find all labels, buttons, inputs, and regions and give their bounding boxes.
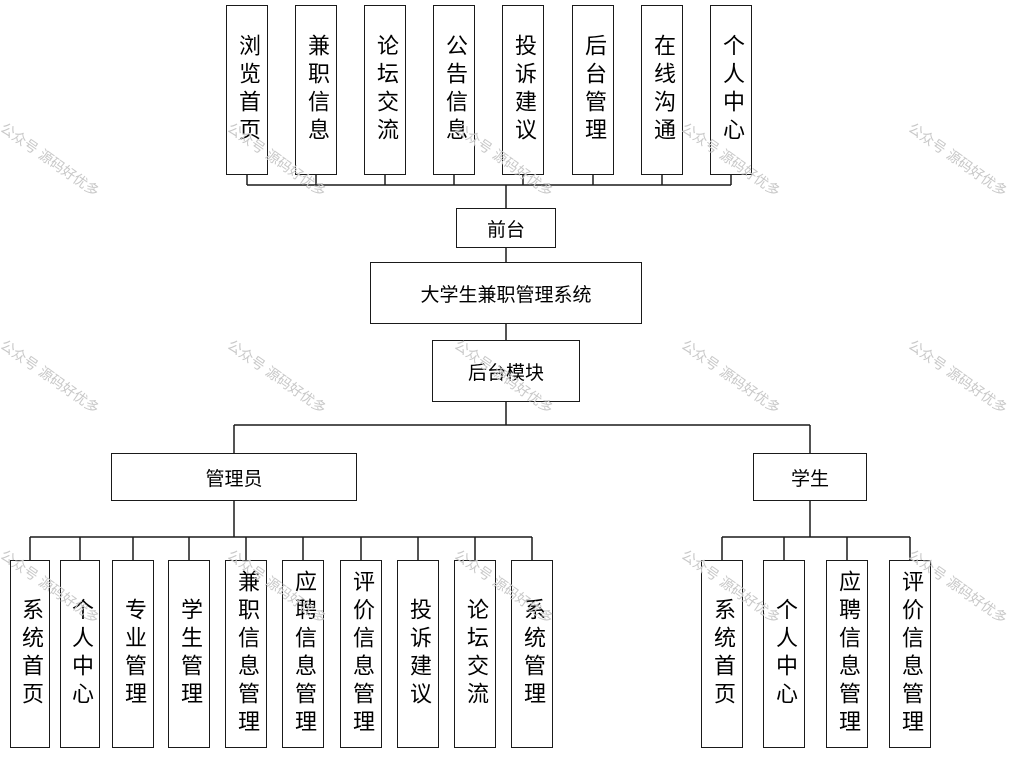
front-item: 论坛交流 bbox=[364, 5, 406, 175]
front-item: 后台管理 bbox=[572, 5, 614, 175]
admin-role-label: 管理员 bbox=[205, 467, 263, 490]
student-item: 个人中心 bbox=[763, 560, 805, 748]
student-role-label: 学生 bbox=[790, 467, 829, 490]
admin-item: 应聘信息管理 bbox=[282, 560, 324, 748]
backend-module-label: 后台模块 bbox=[467, 361, 544, 384]
front-item: 浏览首页 bbox=[226, 5, 268, 175]
student-item: 评价信息管理 bbox=[889, 560, 931, 748]
admin-item: 评价信息管理 bbox=[340, 560, 382, 748]
admin-item: 兼职信息管理 bbox=[225, 560, 267, 748]
front-item: 投诉建议 bbox=[502, 5, 544, 175]
student-item: 应聘信息管理 bbox=[826, 560, 868, 748]
front-end-label: 前台 bbox=[486, 218, 525, 241]
backend-module-box: 后台模块 bbox=[432, 340, 580, 402]
admin-item: 学生管理 bbox=[168, 560, 210, 748]
student-role-box: 学生 bbox=[753, 453, 867, 501]
front-item: 公告信息 bbox=[433, 5, 475, 175]
front-item: 个人中心 bbox=[710, 5, 752, 175]
admin-item: 论坛交流 bbox=[454, 560, 496, 748]
admin-item: 个人中心 bbox=[60, 560, 100, 748]
admin-role-box: 管理员 bbox=[111, 453, 357, 501]
admin-item: 专业管理 bbox=[112, 560, 154, 748]
system-title-box: 大学生兼职管理系统 bbox=[370, 262, 642, 324]
admin-item: 系统管理 bbox=[511, 560, 553, 748]
admin-item: 系统首页 bbox=[10, 560, 50, 748]
system-title: 大学生兼职管理系统 bbox=[420, 283, 592, 306]
student-item: 系统首页 bbox=[701, 560, 743, 748]
front-end-box: 前台 bbox=[456, 208, 556, 248]
admin-item: 投诉建议 bbox=[397, 560, 439, 748]
front-item: 兼职信息 bbox=[295, 5, 337, 175]
front-item: 在线沟通 bbox=[641, 5, 683, 175]
